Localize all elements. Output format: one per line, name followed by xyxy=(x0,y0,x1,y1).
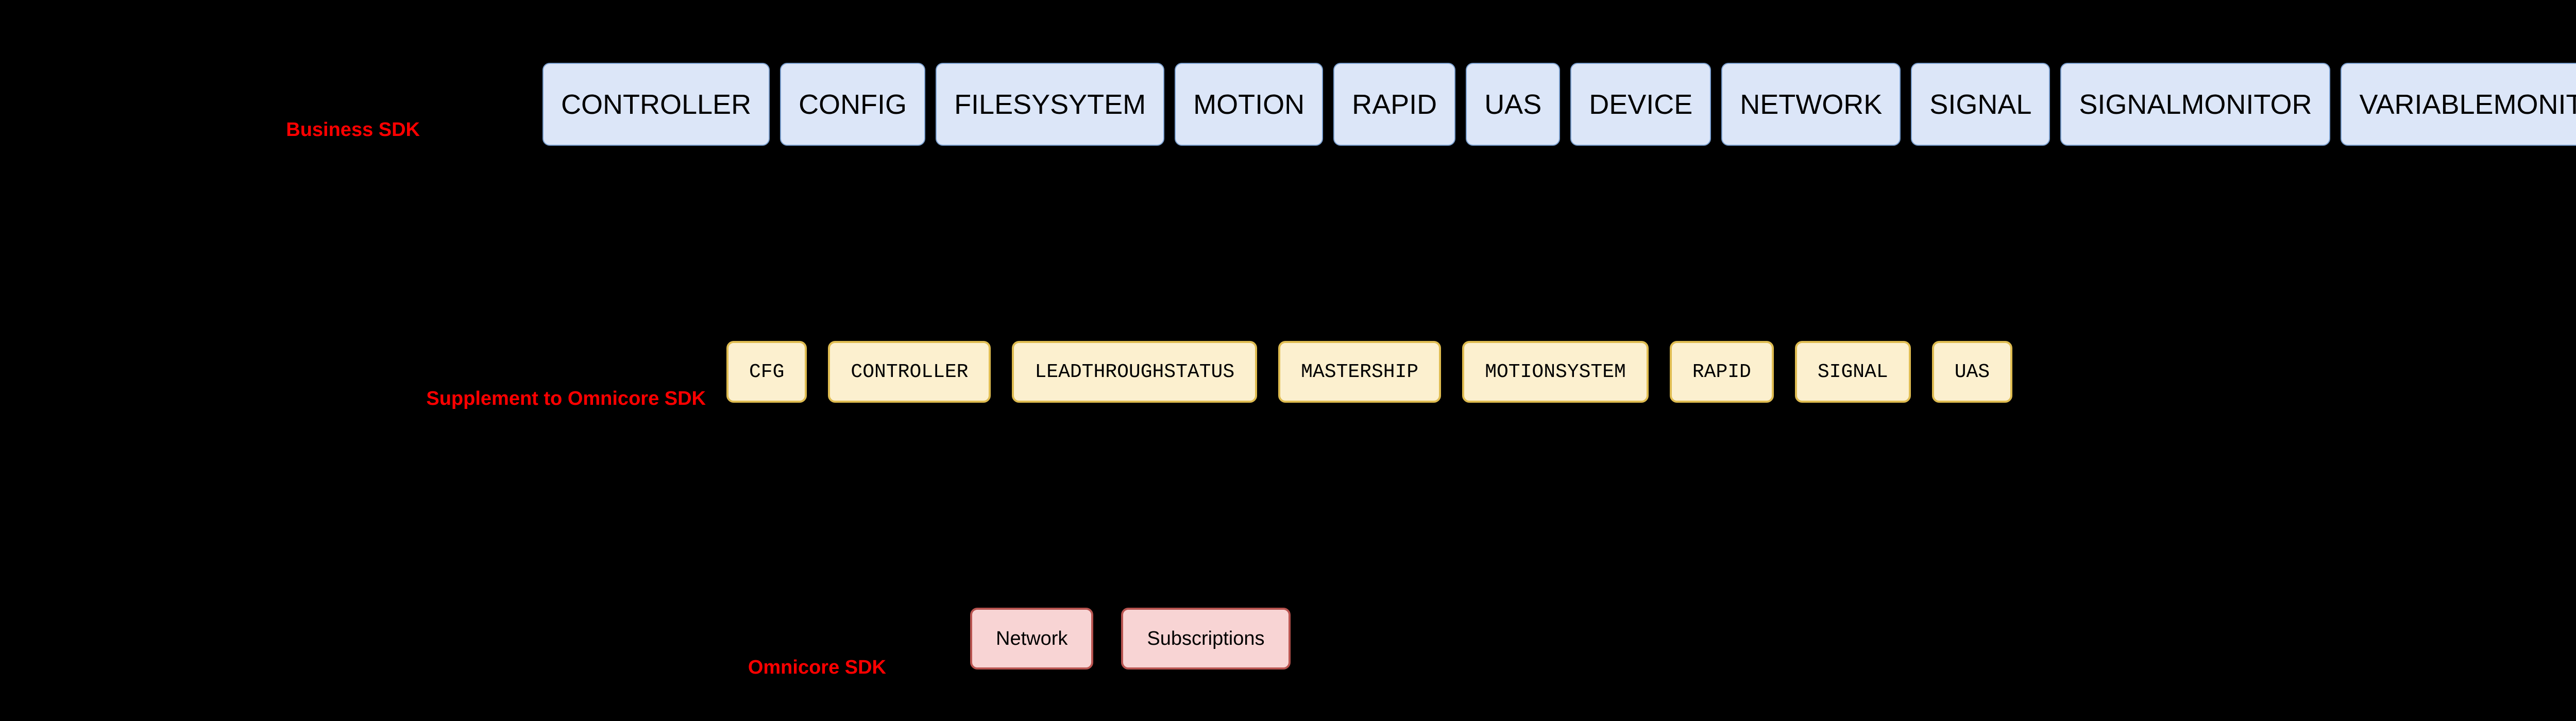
node-label: FILESYSYTEM xyxy=(954,89,1146,120)
layer-row-supplement-to-omnicore-sdk: CFG CONTROLLER LEADTHROUGHSTATUS MASTERS… xyxy=(726,341,2033,403)
node-label: SIGNAL xyxy=(1817,360,1888,383)
node-motionsystem[interactable]: MOTIONSYSTEM xyxy=(1462,341,1649,403)
node-label: SIGNALMONITOR xyxy=(2079,89,2312,120)
node-label: UAS xyxy=(1954,360,1990,383)
node-network[interactable]: NETWORK xyxy=(1721,63,1901,146)
node-config[interactable]: CONFIG xyxy=(780,63,926,146)
node-mastership[interactable]: MASTERSHIP xyxy=(1278,341,1442,403)
node-omnicore-network[interactable]: Network xyxy=(970,608,1094,670)
layer-row-omnicore-sdk: Network Subscriptions xyxy=(970,608,1318,670)
node-label: Network xyxy=(996,627,1068,649)
node-label: MASTERSHIP xyxy=(1301,360,1419,383)
node-label: NETWORK xyxy=(1740,89,1883,120)
node-supplement-uas[interactable]: UAS xyxy=(1931,341,2013,403)
node-motion[interactable]: MOTION xyxy=(1175,63,1324,146)
node-label: MOTION xyxy=(1193,89,1305,120)
node-label: VARIABLEMONITOR xyxy=(2359,89,2576,120)
node-signalmonitor[interactable]: SIGNALMONITOR xyxy=(2060,63,2331,146)
node-label: LEADTHROUGHSTATUS xyxy=(1035,360,1235,383)
node-label: CFG xyxy=(749,360,785,383)
node-label: SIGNAL xyxy=(1929,89,2032,120)
node-supplement-signal[interactable]: SIGNAL xyxy=(1794,341,1911,403)
node-label: Subscriptions xyxy=(1147,627,1265,649)
node-label: CONFIG xyxy=(799,89,907,120)
node-label: RAPID xyxy=(1692,360,1751,383)
node-omnicore-subscriptions[interactable]: Subscriptions xyxy=(1121,608,1291,670)
layer-label-business-sdk: Business SDK xyxy=(286,119,420,141)
layer-row-business-sdk: CONTROLLER CONFIG FILESYSYTEM MOTION RAP… xyxy=(543,63,2576,146)
node-label: MOTIONSYSTEM xyxy=(1485,360,1626,383)
node-supplement-rapid[interactable]: RAPID xyxy=(1669,341,1774,403)
node-label: UAS xyxy=(1484,89,1542,120)
node-device[interactable]: DEVICE xyxy=(1570,63,1711,146)
layer-label-supplement-to-omnicore-sdk: Supplement to Omnicore SDK xyxy=(426,388,706,409)
node-uas[interactable]: UAS xyxy=(1466,63,1561,146)
node-variablemonitor[interactable]: VARIABLEMONITOR xyxy=(2341,63,2576,146)
node-cfg[interactable]: CFG xyxy=(726,341,807,403)
node-label: CONTROLLER xyxy=(851,360,969,383)
node-filesysytem[interactable]: FILESYSYTEM xyxy=(936,63,1165,146)
node-rapid[interactable]: RAPID xyxy=(1333,63,1456,146)
node-label: CONTROLLER xyxy=(561,89,752,120)
layer-label-omnicore-sdk: Omnicore SDK xyxy=(748,657,886,678)
node-label: DEVICE xyxy=(1589,89,1693,120)
node-label: RAPID xyxy=(1352,89,1437,120)
node-controller[interactable]: CONTROLLER xyxy=(543,63,770,146)
node-supplement-controller[interactable]: CONTROLLER xyxy=(828,341,991,403)
node-signal[interactable]: SIGNAL xyxy=(1911,63,2050,146)
node-leadthroughstatus[interactable]: LEADTHROUGHSTATUS xyxy=(1012,341,1258,403)
